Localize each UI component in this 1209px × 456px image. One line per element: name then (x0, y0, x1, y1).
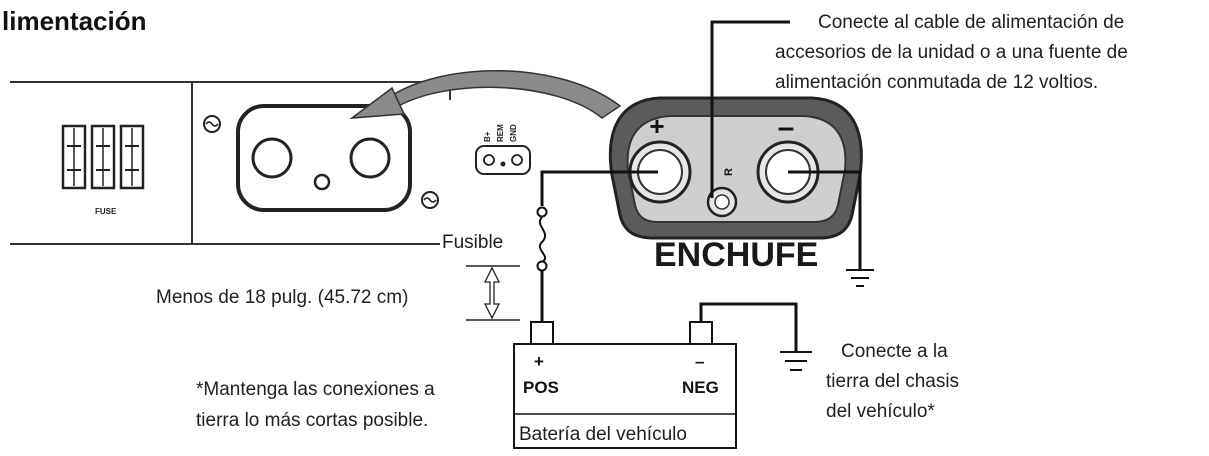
fuse-terminal (536, 206, 548, 218)
battery-name: Batería del vehículo (519, 424, 687, 445)
battery-neg-label: NEG (682, 378, 719, 397)
screw-icon (203, 115, 221, 133)
terminal-label-gnd: GND (509, 124, 518, 142)
power-plug (608, 96, 863, 240)
plug-remote-mark: R (723, 168, 735, 176)
positive-wire-upper (540, 170, 658, 206)
power-socket (236, 104, 412, 212)
plug-name: ENCHUFE (654, 236, 818, 274)
fuse-icon (539, 216, 547, 263)
distance-annotation: Menos de 18 pulg. (45.72 cm) (156, 287, 408, 308)
remote-note-line3: alimentación conmutada de 12 voltios. (775, 72, 1098, 93)
chassis-note-line3: del vehículo* (826, 401, 935, 422)
battery-pos-label: POS (523, 378, 559, 397)
terminal-label-bplus: B+ (483, 131, 492, 142)
battery-minus: – (695, 352, 704, 371)
ground-icon (780, 351, 812, 371)
section-heading: limentación (2, 6, 146, 36)
remote-note-line1: Conecte al cable de alimentación de (818, 12, 1124, 33)
chassis-note-line1: Conecte a la (841, 341, 948, 362)
ground-note-line1: *Mantenga las conexiones a (196, 379, 435, 400)
plug-minus-sign: – (778, 111, 795, 144)
battery-plus: + (534, 352, 544, 371)
amplifier-panel: FUSE B+ REM GND (10, 81, 531, 245)
ground-note-line2: tierra lo más cortas posible. (196, 410, 428, 431)
vehicle-battery (513, 321, 737, 449)
terminal-label-rem: REM (496, 124, 505, 142)
fuse-label: FUSE (95, 207, 117, 216)
remote-wire (710, 20, 790, 198)
distance-dimension (466, 265, 520, 321)
screw-icon (421, 191, 439, 209)
plug-negative-wire (788, 170, 862, 270)
insert-arrow (349, 69, 622, 119)
plug-plus-sign: + (649, 111, 664, 141)
terminal-block (475, 145, 531, 175)
ground-icon (846, 269, 874, 287)
fuse-terminal (536, 260, 548, 272)
battery-negative-wire (699, 302, 798, 352)
fuse-annotation: Fusible (442, 232, 503, 253)
fuse-block (61, 124, 145, 190)
remote-note-line2: accesorios de la unidad o a una fuente d… (775, 42, 1128, 63)
chassis-note-line2: tierra del chasis (826, 371, 959, 392)
